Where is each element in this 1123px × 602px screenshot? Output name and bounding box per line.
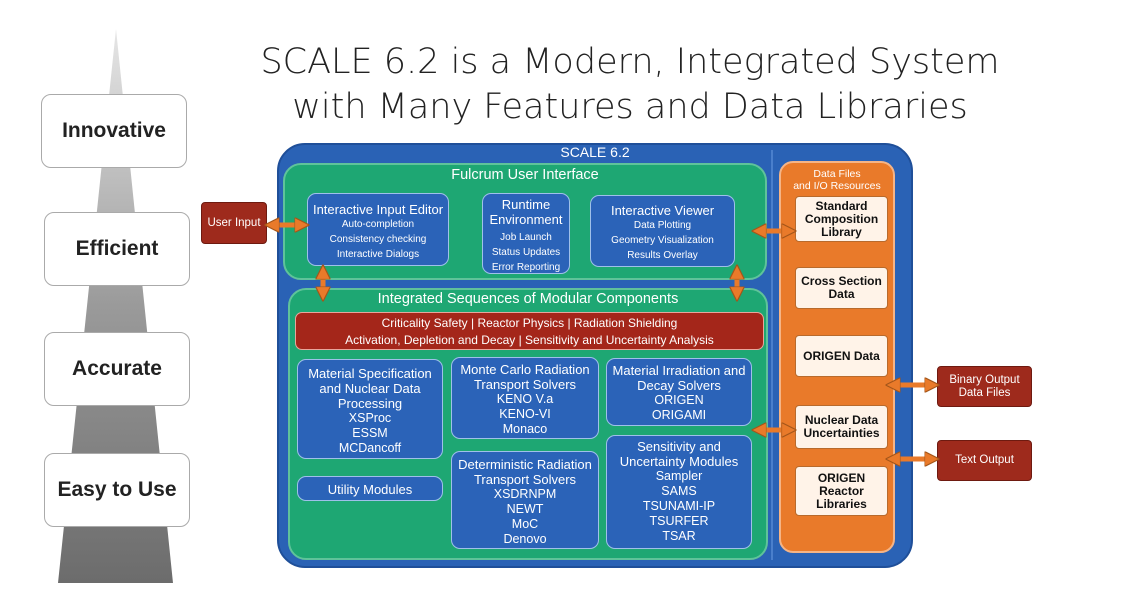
sequences-title: Integrated Sequences of Modular Componen… [377,291,679,307]
editor-item: Auto-completion [341,219,415,230]
runtime-item: Error Reporting [491,262,561,273]
montecarlo-title: Monte Carlo Radiation [460,362,590,377]
datafile-label: Reactor [819,483,864,498]
sensitivity-title: Sensitivity and [637,439,721,454]
datafile-label: Uncertainties [803,426,880,440]
page-title: SCALE 6.2 is a Modern, Integrated System… [240,40,1020,130]
monte-carlo-box: Monte Carlo Radiation Transport Solvers … [451,357,599,439]
montecarlo-title: Transport Solvers [473,377,577,392]
material-item: XSProc [348,411,392,425]
datafile-label: Library [821,224,862,239]
banner-line-2: Activation, Depletion and Decay | Sensit… [345,333,714,347]
material-title: Material Specification [308,366,432,381]
sensitivity-item: TSAR [662,529,696,543]
montecarlo-item: KENO V.a [496,392,554,406]
runtime-title-line2: Environment [489,212,563,227]
scale-divider [771,150,773,560]
viewer-item: Results Overlay [627,250,698,261]
pyramid-level-accurate: Accurate [44,332,190,406]
irradiation-item: ORIGAMI [651,408,707,422]
standard-composition-library: Standard Composition Library [795,196,888,242]
cross-section-data: Cross Section Data [795,267,888,309]
datafile-label: Standard [815,198,868,213]
deterministic-box: Deterministic Radiation Transport Solver… [451,451,599,549]
interactive-viewer: Interactive Viewer Data Plotting Geometr… [590,195,735,267]
title-line-1: SCALE 6.2 is a Modern, Integrated System [260,42,1000,82]
datafile-label: Libraries [816,496,867,511]
origen-data: ORIGEN Data [795,335,888,377]
text-output-box: Text Output [937,440,1032,481]
data-files-title-line1: Data Files [813,168,861,180]
irradiation-item: ORIGEN [654,393,704,407]
binary-output-box: Binary Output Data Files [937,366,1032,407]
sensitivity-title: Uncertainty Modules [619,454,739,469]
material-item: ESSM [352,426,388,440]
deterministic-title: Deterministic Radiation [458,457,592,472]
montecarlo-item: Monaco [502,422,548,436]
deterministic-item: MoC [511,517,539,531]
viewer-title: Interactive Viewer [610,203,715,218]
montecarlo-item: KENO-VI [499,407,551,421]
binary-output-line2: Data Files [958,386,1011,399]
viewer-item: Data Plotting [633,220,692,231]
nuclear-data-uncertainties: Nuclear Data Uncertainties [795,405,888,449]
deterministic-item: NEWT [506,502,544,516]
capabilities-banner: Criticality Safety | Reactor Physics | R… [295,312,764,350]
text-output-label: Text Output [955,454,1014,466]
pyramid-label: Accurate [72,357,162,380]
editor-item: Interactive Dialogs [336,249,420,260]
material-item: MCDancoff [338,441,402,455]
irradiation-title: Material Irradiation and [612,363,746,378]
datafile-label: Composition [804,211,879,226]
datafile-label: Data [828,287,855,301]
pyramid-label: Easy to Use [57,478,177,501]
pyramid-level-easy-to-use: Easy to Use [44,453,190,527]
irradiation-title: Decay Solvers [637,378,721,393]
editor-item: Consistency checking [329,234,427,245]
viewer-item: Geometry Visualization [611,235,714,246]
pyramid-label: Innovative [62,119,166,142]
sensitivity-item: TSURFER [649,514,709,528]
runtime-environment: Runtime Environment Job Launch Status Up… [482,193,570,274]
interactive-input-editor: Interactive Input Editor Auto-completion… [307,193,449,266]
data-files-title-line2: and I/O Resources [793,180,881,192]
datafile-label: Nuclear Data [804,413,879,427]
sensitivity-uncertainty-box: Sensitivity and Uncertainty Modules Samp… [606,435,752,549]
pyramid-label: Efficient [75,237,159,260]
datafile-label: ORIGEN [817,470,866,485]
material-title: and Nuclear Data [319,381,421,396]
data-files-title: Data Files and I/O Resources [779,168,895,192]
runtime-item: Status Updates [491,247,561,258]
deterministic-item: XSDRNPM [493,487,557,501]
utility-title: Utility Modules [327,482,413,497]
pyramid-level-innovative: Innovative [41,94,187,168]
origen-reactor-libraries: ORIGEN Reactor Libraries [795,466,888,516]
deterministic-item: Denovo [503,532,547,546]
scale-label: SCALE 6.2 [560,144,630,160]
sensitivity-item: Sampler [655,469,703,483]
sensitivity-item: SAMS [661,484,697,498]
user-input-label: User Input [207,216,261,229]
utility-modules-box: Utility Modules [297,476,443,501]
datafile-label: Cross Section [801,274,882,288]
fulcrum-title: Fulcrum User Interface [451,167,599,183]
datafile-label: ORIGEN Data [803,348,880,363]
material-specification-box: Material Specification and Nuclear Data … [297,359,443,459]
binary-output-line1: Binary Output [949,373,1020,386]
pyramid-level-efficient: Efficient [44,212,190,286]
deterministic-title: Transport Solvers [473,472,577,487]
runtime-title-line1: Runtime [501,197,551,212]
sensitivity-item: TSUNAMI-IP [642,499,716,513]
pyramid-graphic [58,29,173,583]
irradiation-decay-box: Material Irradiation and Decay Solvers O… [606,358,752,426]
material-title: Processing [337,396,403,411]
banner-line-1: Criticality Safety | Reactor Physics | R… [381,316,678,330]
runtime-item: Job Launch [500,232,552,243]
title-line-2: with Many Features and Data Libraries [292,87,968,127]
editor-title: Interactive Input Editor [312,202,444,217]
